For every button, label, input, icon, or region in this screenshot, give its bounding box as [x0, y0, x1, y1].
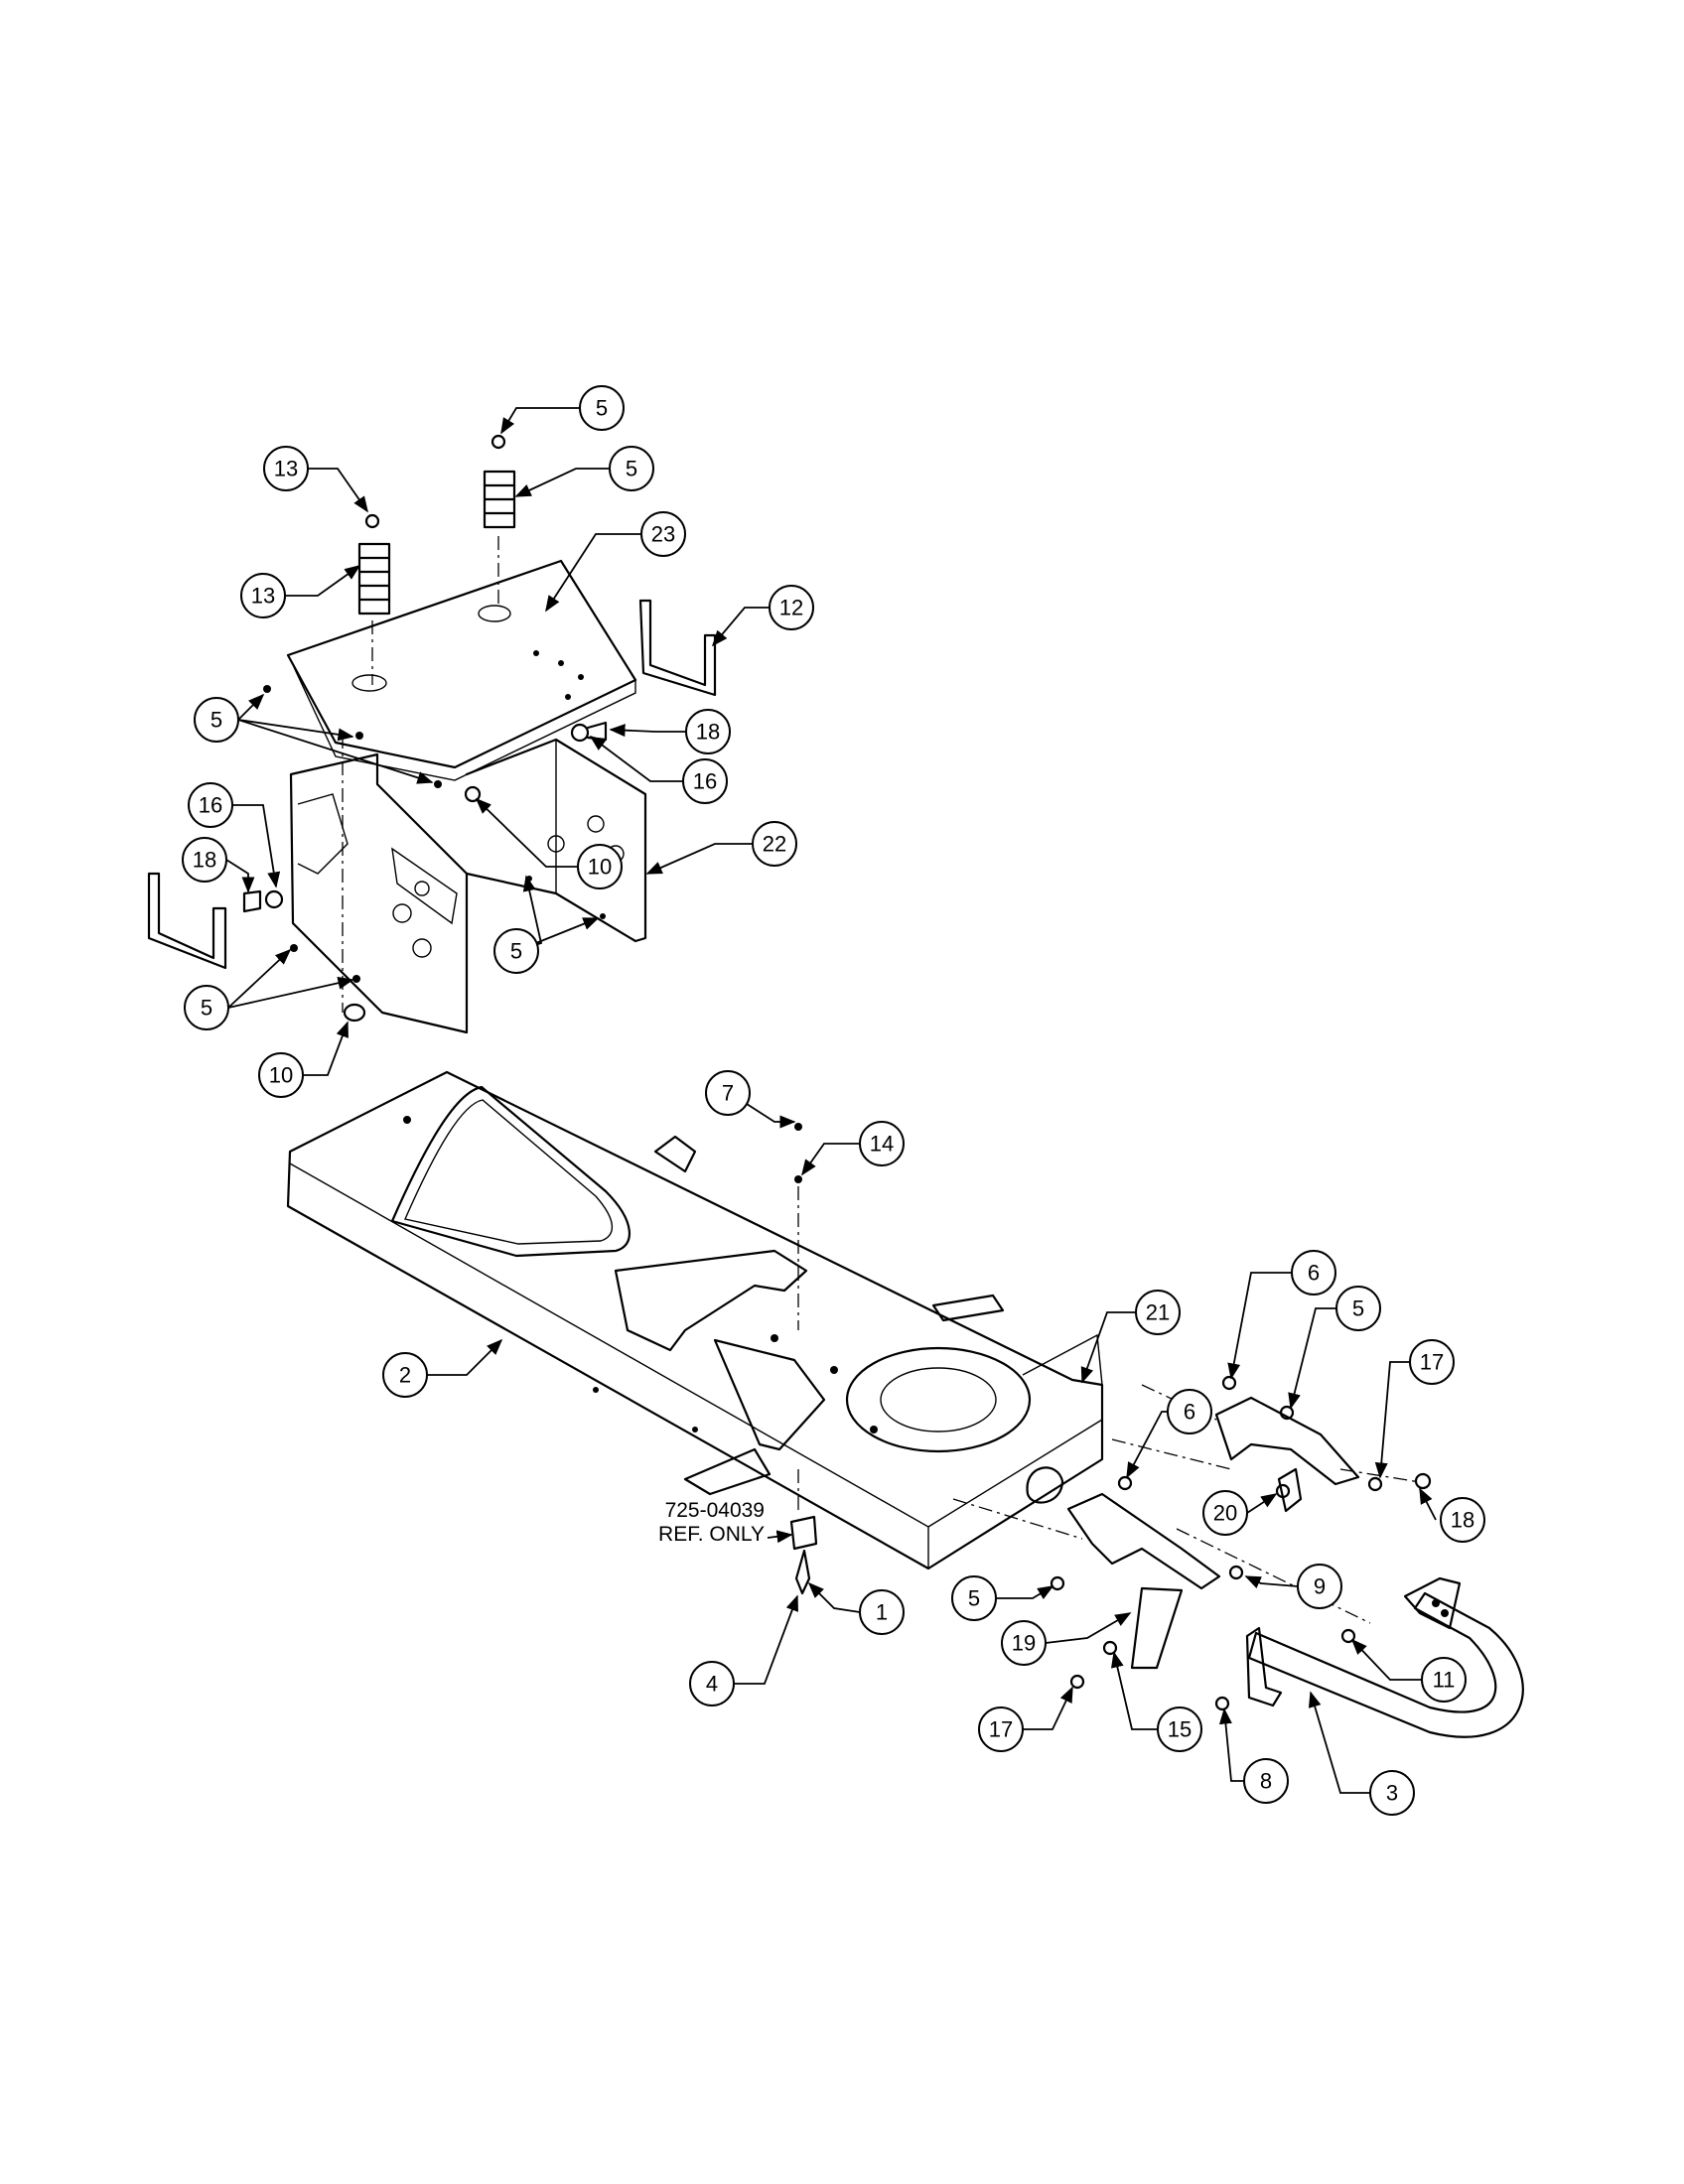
callout-bubble: 18	[1440, 1497, 1485, 1543]
spring-left	[357, 542, 391, 615]
svg-text:11: 11	[1433, 1668, 1456, 1693]
callout-bubble: 7	[705, 1070, 751, 1116]
svg-text:9: 9	[1314, 1574, 1326, 1599]
svg-text:7: 7	[722, 1081, 734, 1106]
callout-bubble: 17	[978, 1706, 1024, 1752]
svg-text:2: 2	[399, 1363, 411, 1388]
svg-text:18: 18	[1451, 1508, 1474, 1533]
svg-text:6: 6	[1308, 1261, 1320, 1286]
svg-text:5: 5	[1352, 1297, 1364, 1321]
callout-bubble: 12	[769, 585, 814, 630]
callout-bubble: 5	[1335, 1286, 1381, 1331]
callout-bubble: 17	[1409, 1339, 1455, 1385]
callout-bubble: 11	[1421, 1657, 1467, 1703]
svg-text:18: 18	[193, 848, 216, 873]
callout-bubble: 5	[194, 697, 239, 743]
svg-text:1: 1	[876, 1600, 888, 1625]
svg-text:5: 5	[510, 939, 522, 964]
svg-text:8: 8	[1260, 1769, 1272, 1794]
reference-part-number: 725-04039	[665, 1499, 765, 1522]
svg-text:10: 10	[588, 855, 612, 880]
callout-bubble: 1	[859, 1589, 905, 1635]
svg-text:19: 19	[1012, 1631, 1036, 1656]
svg-text:5: 5	[626, 457, 637, 481]
bumper-assembly	[789, 1123, 1524, 1738]
svg-text:12: 12	[779, 596, 803, 620]
callout-bubble: 19	[1001, 1620, 1047, 1666]
svg-text:5: 5	[596, 396, 608, 421]
callout-bubble: 2	[382, 1352, 428, 1398]
svg-text:3: 3	[1386, 1781, 1398, 1806]
svg-text:20: 20	[1213, 1501, 1237, 1526]
svg-text:13: 13	[251, 584, 275, 609]
callout-bubble: 15	[1157, 1706, 1202, 1752]
svg-text:17: 17	[989, 1717, 1013, 1742]
callout-bubble: 6	[1167, 1389, 1212, 1434]
callout-bubbles: 5 13 5 13 23 12 5 18 16 16 18 10 22 5 5 …	[182, 385, 1485, 1816]
svg-text:13: 13	[274, 457, 298, 481]
callout-bubble: 10	[258, 1052, 304, 1098]
callout-bubble: 9	[1297, 1564, 1342, 1609]
callout-bubble: 13	[263, 446, 309, 491]
svg-text:16: 16	[199, 793, 222, 818]
callout-bubble: 21	[1135, 1290, 1181, 1335]
svg-text:23: 23	[651, 522, 675, 547]
reference-label: 725-04039 REF. ONLY	[658, 1499, 765, 1546]
callout-bubble: 5	[951, 1575, 997, 1621]
svg-text:15: 15	[1168, 1717, 1192, 1742]
reference-note: REF. ONLY	[658, 1523, 765, 1546]
callout-bubble: 3	[1369, 1770, 1415, 1816]
main-frame	[286, 1070, 1104, 1570]
callout-bubble: 22	[752, 821, 797, 867]
callout-bubble: 18	[182, 837, 227, 883]
svg-text:5: 5	[210, 708, 222, 733]
callout-bubble: 16	[682, 758, 728, 804]
svg-text:4: 4	[706, 1672, 718, 1697]
svg-text:22: 22	[763, 832, 786, 857]
svg-text:17: 17	[1420, 1350, 1444, 1375]
callout-bubble: 5	[609, 446, 654, 491]
svg-text:10: 10	[269, 1063, 293, 1088]
callout-bubble: 5	[579, 385, 625, 431]
callout-bubble: 10	[577, 844, 623, 889]
svg-text:14: 14	[870, 1132, 894, 1157]
callout-bubble: 4	[689, 1661, 735, 1706]
callout-bubble: 16	[188, 782, 233, 828]
callout-bubble: 5	[493, 928, 539, 974]
svg-text:5: 5	[968, 1586, 980, 1611]
callout-bubble: 14	[859, 1121, 905, 1166]
callout-bubble: 23	[640, 511, 686, 557]
callout-bubble: 20	[1202, 1490, 1248, 1536]
callout-bubble: 8	[1243, 1758, 1289, 1804]
spring-right	[483, 470, 516, 529]
svg-text:21: 21	[1146, 1300, 1170, 1325]
svg-text:16: 16	[693, 769, 717, 794]
callout-bubble: 5	[184, 985, 229, 1030]
svg-text:5: 5	[201, 996, 212, 1021]
leader-lines	[225, 407, 1437, 1794]
svg-text:6: 6	[1184, 1400, 1195, 1425]
callout-bubble: 18	[685, 709, 731, 754]
callout-bubble: 13	[240, 573, 286, 618]
svg-text:18: 18	[696, 720, 720, 745]
callout-bubble: 6	[1291, 1250, 1336, 1296]
